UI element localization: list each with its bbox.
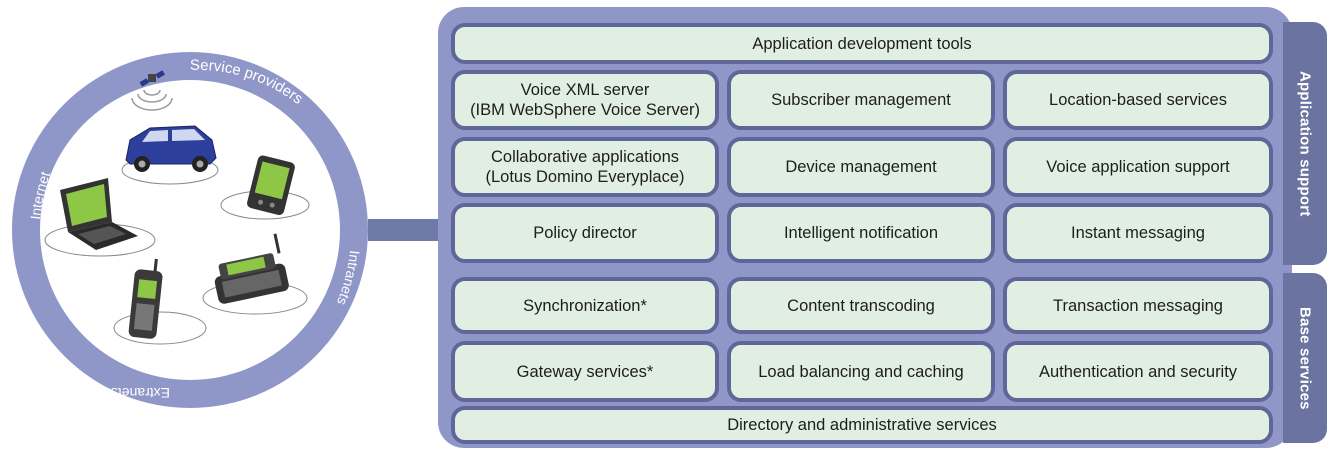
communicator-phone-icon (214, 233, 289, 304)
box-directory-and-administrative-services: Directory and administrative services (451, 406, 1273, 444)
box-instant-messaging: Instant messaging (1003, 203, 1273, 263)
box-voice-xml-server: Voice XML server (IBM WebSphere Voice Se… (451, 70, 719, 130)
label-extranets: Extranets (111, 385, 170, 401)
mobile-phone-icon (128, 258, 163, 339)
box-voice-application-support: Voice application support (1003, 137, 1273, 197)
box-content-transcoding: Content transcoding (727, 277, 995, 334)
box-synchronization: Synchronization* (451, 277, 719, 334)
box-policy-director: Policy director (451, 203, 719, 263)
box-transaction-messaging: Transaction messaging (1003, 277, 1273, 334)
mobile-shadow-ellipse (113, 311, 207, 345)
box-authentication-and-security: Authentication and security (1003, 341, 1273, 402)
box-collaborative-applications: Collaborative applications (Lotus Domino… (451, 137, 719, 197)
base-services-tab: Base services (1283, 273, 1327, 443)
base-services-label: Base services (1296, 306, 1314, 410)
pda-icon (247, 155, 295, 215)
laptop-icon (60, 178, 138, 250)
box-subscriber-management: Subscriber management (727, 70, 995, 130)
box-device-management: Device management (727, 137, 995, 197)
network-circle-diagram: Service providers Internet Intranets Ext… (12, 52, 368, 408)
box-gateway-services: Gateway services* (451, 341, 719, 402)
box-intelligent-notification: Intelligent notification (727, 203, 995, 263)
connector-bar (368, 219, 440, 241)
satellite-icon (131, 70, 173, 111)
application-support-label: Application support (1296, 70, 1314, 217)
application-support-tab: Application support (1283, 22, 1327, 265)
box-load-balancing-and-caching: Load balancing and caching (727, 341, 995, 402)
box-location-based-services: Location-based services (1003, 70, 1273, 130)
box-application-development-tools: Application development tools (451, 23, 1273, 64)
car-icon (125, 125, 217, 172)
